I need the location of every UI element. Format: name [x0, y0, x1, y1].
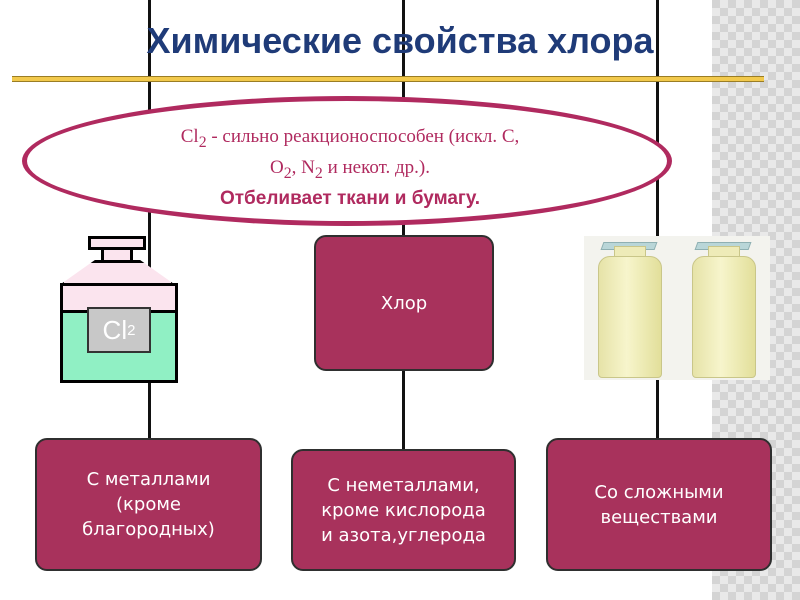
properties-line-3: Отбеливает ткани и бумагу. [219, 187, 481, 209]
properties-ellipse [22, 96, 672, 226]
jar-stopper [88, 236, 146, 250]
title-underline [12, 76, 764, 82]
connector-line-center [402, 0, 405, 452]
connector-line-right [656, 0, 659, 440]
properties-text: Cl2 - сильно реакционоспособен (искл. С,… [120, 124, 580, 211]
properties-line-2: O2, N2 и некот. др.). [270, 156, 430, 182]
box-nonmetals: С неметаллами, кроме кислорода и азота,у… [291, 449, 516, 571]
properties-line-1: Cl2 - сильно реакционоспособен (искл. С, [180, 126, 520, 151]
bottle-left [598, 256, 662, 378]
connector-line-left [148, 0, 151, 440]
box-metals: С металлами (кроме благородных) [35, 438, 262, 571]
bottle-right [692, 256, 756, 378]
bottles-photo [584, 236, 770, 380]
center-box-chlorine: Хлор [314, 235, 494, 371]
jar-shoulder [61, 260, 174, 284]
page-title: Химические свойства хлора [146, 20, 654, 61]
box-complex-substances: Со сложными веществами [546, 438, 772, 571]
